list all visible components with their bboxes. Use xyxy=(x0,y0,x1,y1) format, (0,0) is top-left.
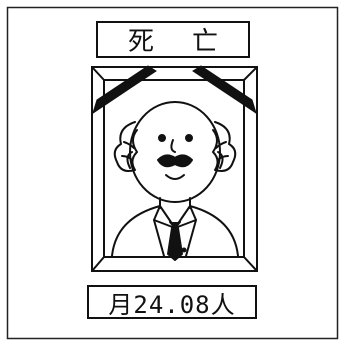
title-label-box: 死 亡 xyxy=(96,21,250,58)
outer-panel-border xyxy=(6,6,339,340)
value-label-box: 月24.08人 xyxy=(87,285,257,319)
value-label-text: 月24.08人 xyxy=(108,290,236,319)
title-char-1: 死 xyxy=(127,27,154,57)
elderly-man-portrait xyxy=(111,101,239,261)
mourning-ribbon-icon xyxy=(92,65,257,115)
title-char-2: 亡 xyxy=(192,27,219,57)
